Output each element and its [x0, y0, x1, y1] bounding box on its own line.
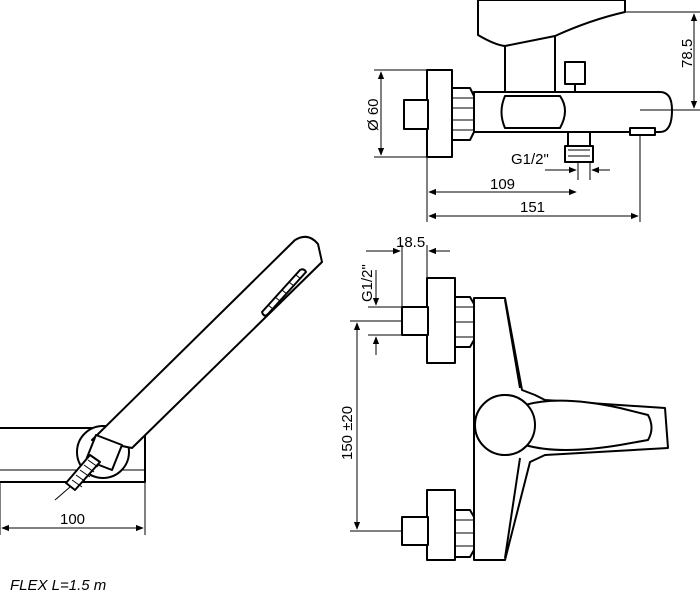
front-view: 18.5 G1/2" 150 ±20 [339, 234, 669, 561]
thread-top-label: G1/2" [511, 151, 549, 168]
lower-inlet [401, 516, 429, 546]
diverter-knob [564, 61, 586, 85]
holder-100-label: 100 [60, 511, 85, 528]
hand-shower-view: 100 [0, 235, 323, 535]
shower-handle [91, 235, 323, 449]
inlet-stub [403, 99, 429, 130]
diameter-60-label: Ø 60 [365, 98, 382, 131]
hex-nut [451, 87, 475, 141]
flex-hose-note: FLEX L=1.5 m [10, 577, 106, 593]
upper-inlet [401, 306, 429, 336]
width-18-5-label: 18.5 [396, 234, 425, 251]
spacing-150-label: 150 ±20 [339, 406, 356, 460]
top-view: Ø 60 78.5 G1/2" 109 151 [365, 0, 700, 222]
upper-flange [426, 277, 456, 364]
outlet-nut [564, 145, 594, 163]
outlet [567, 131, 591, 147]
height-78-5-label: 78.5 [679, 39, 696, 68]
lever-top [477, 0, 626, 93]
spray-slots [261, 268, 307, 317]
thread-side-label: G1/2" [359, 264, 376, 302]
lever-handle [524, 399, 653, 451]
lower-flange [426, 489, 456, 561]
length-151-label: 151 [520, 199, 545, 216]
length-109-label: 109 [490, 176, 515, 193]
wall-flange [426, 69, 453, 158]
